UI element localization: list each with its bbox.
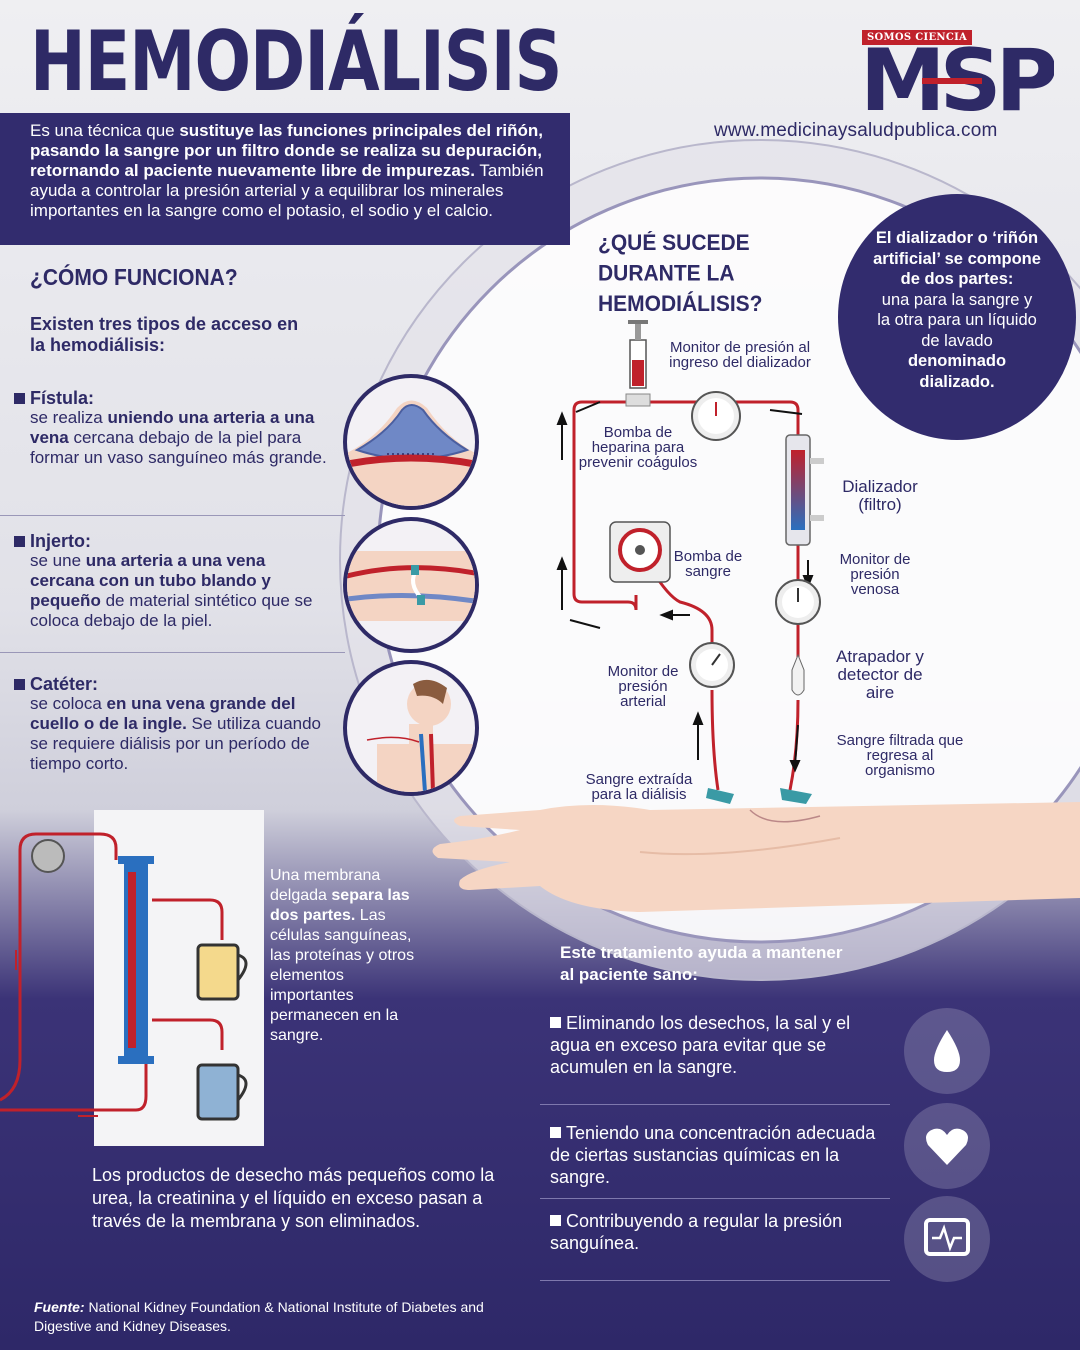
access-types-intro: Existen tres tipos de acceso en la hemod… bbox=[30, 314, 299, 355]
needle-connectors bbox=[706, 788, 812, 804]
label-monitor-venosa: Monitor de presión venosa bbox=[839, 551, 911, 598]
access-injerto: Injerto: se une una arteria a una vena c… bbox=[14, 531, 334, 631]
divider bbox=[540, 1280, 890, 1281]
access-title: Fístula: bbox=[30, 388, 95, 408]
msp-logo: MSP bbox=[860, 44, 1054, 112]
bullet-square-icon bbox=[550, 1127, 561, 1138]
waste-products-text: Los productos de desecho más pequeños co… bbox=[92, 1165, 495, 1231]
heart-icon bbox=[904, 1103, 990, 1189]
venous-gauge-icon bbox=[775, 579, 821, 625]
label-monitor-arterial: Monitor de presión arterial bbox=[607, 663, 679, 710]
page-title: HEMODIÁLISIS bbox=[30, 14, 562, 111]
graft-illustration bbox=[343, 517, 479, 653]
section-heading-que: ¿QUÉ SUCEDE DURANTE LA HEMODIÁLISIS? bbox=[598, 231, 763, 317]
source-note: Fuente: National Kidney Foundation & Nat… bbox=[34, 1299, 484, 1334]
website-link[interactable]: www.medicinaysaludpublica.com bbox=[714, 120, 998, 141]
fistula-illustration bbox=[343, 374, 479, 510]
access-title: Injerto: bbox=[30, 531, 91, 551]
pump-icon bbox=[31, 839, 65, 873]
catheter-illustration bbox=[343, 660, 479, 796]
heparin-syringe-icon bbox=[625, 320, 651, 407]
label-bomba-sangre: Bomba de sangre bbox=[673, 548, 743, 580]
membrane-diagram bbox=[0, 832, 248, 1121]
bubble-bold: El dializador o ‘riñón artificial’ se co… bbox=[873, 229, 1041, 288]
label-heparina: Bomba de heparina para prevenir coágulos bbox=[578, 424, 698, 471]
arterial-gauge-icon bbox=[689, 642, 735, 688]
treatment-item: Eliminando los desechos, la sal y el agu… bbox=[550, 1013, 851, 1077]
dializador-bubble: El dializador o ‘riñón artificial’ se co… bbox=[838, 194, 1076, 440]
intro-text: Es una técnica que bbox=[30, 121, 180, 140]
access-fistula: Fístula: se realiza uniendo una arteria … bbox=[14, 388, 334, 468]
label-atrapador: Atrapador y detector de aire bbox=[836, 647, 924, 702]
divider bbox=[0, 515, 345, 516]
blood-pump-icon bbox=[609, 521, 671, 583]
drop-icon bbox=[904, 1008, 990, 1094]
tubing bbox=[572, 400, 800, 791]
label-dializador: Dializador (filtro) bbox=[842, 477, 918, 514]
intro-box: Es una técnica que sustituye las funcion… bbox=[0, 113, 570, 245]
monitor-icon bbox=[904, 1196, 990, 1282]
divider bbox=[540, 1198, 890, 1199]
bullet-square-icon bbox=[14, 536, 25, 547]
logo-tagline: SOMOS CIENCIA bbox=[862, 30, 973, 45]
air-trap-icon bbox=[791, 653, 805, 696]
access-title: Catéter: bbox=[30, 674, 99, 694]
treatment-item: Teniendo una concentración adecuada de c… bbox=[550, 1123, 876, 1187]
bullet-square-icon bbox=[550, 1215, 561, 1226]
divider bbox=[540, 1104, 890, 1105]
hemodialysis-circuit bbox=[556, 320, 824, 804]
access-cateter: Catéter: se coloca en una vena grande de… bbox=[14, 674, 334, 774]
label-sangre-filtrada: Sangre filtrada que regresa al organismo bbox=[836, 732, 964, 779]
bullet-square-icon bbox=[14, 679, 25, 690]
section-heading-como: ¿CÓMO FUNCIONA? bbox=[30, 265, 238, 291]
label-monitor-ingreso: Monitor de presión al ingreso del dializ… bbox=[669, 339, 811, 371]
divider bbox=[0, 652, 345, 653]
bubble-text: una para la sangre y la otra para un líq… bbox=[877, 290, 1037, 350]
label-sangre-extraida: Sangre extraída para la diálisis bbox=[585, 771, 693, 803]
flow-arrows bbox=[556, 401, 814, 773]
pressure-gauge-icon bbox=[691, 391, 741, 441]
arm-illustration bbox=[432, 802, 1080, 912]
membrane-text: Una membrana delgada separa las dos part… bbox=[270, 867, 415, 1044]
bullet-square-icon bbox=[550, 1017, 561, 1028]
intro-text-2: También ayuda a controlar la presión art… bbox=[30, 161, 544, 220]
waste-container-icon bbox=[196, 943, 248, 1001]
dialysate-container-icon bbox=[196, 1063, 248, 1121]
bullet-square-icon bbox=[14, 393, 25, 404]
bubble-bold-2: denominado dializado. bbox=[907, 352, 1007, 391]
treatment-item: Contribuyendo a regular la presión sangu… bbox=[550, 1211, 843, 1253]
treatment-heading: Este tratamiento ayuda a mantener al pac… bbox=[560, 943, 843, 984]
dialyzer-filter-icon bbox=[785, 434, 824, 546]
intro-bold: sustituye las funciones principales del … bbox=[30, 121, 544, 180]
